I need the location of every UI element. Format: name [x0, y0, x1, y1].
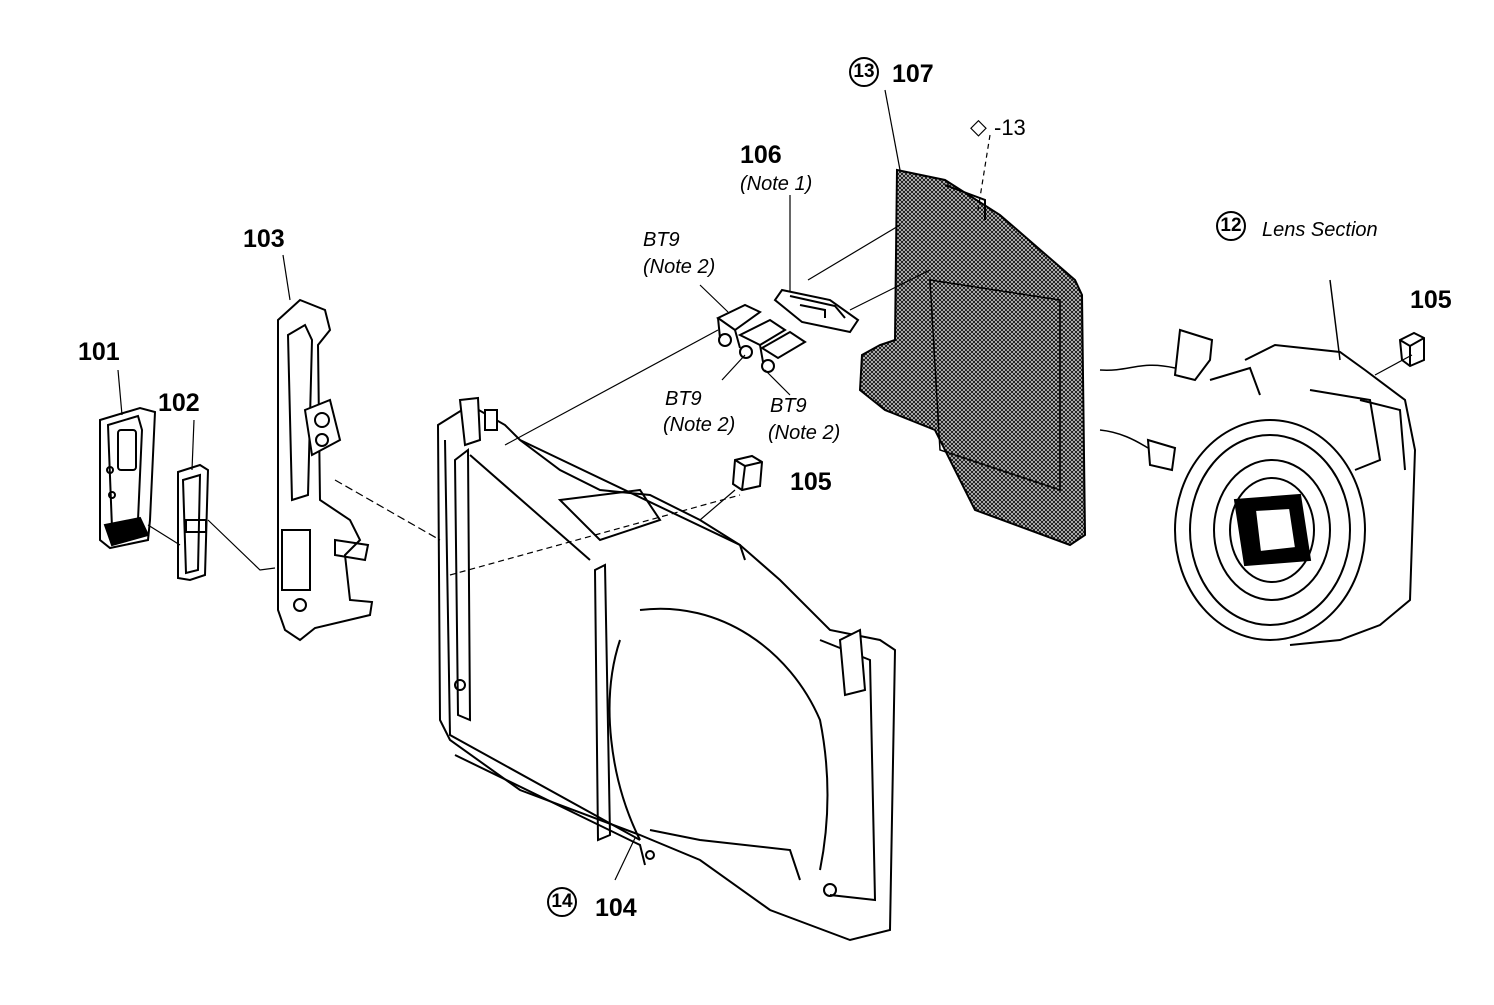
part-105-small-block-right	[1398, 331, 1425, 368]
part-103-vertical-bracket	[277, 298, 374, 642]
part-105-small-block-center	[731, 454, 764, 492]
label-part-102: 102	[158, 389, 200, 417]
label-part-106: 106	[740, 141, 782, 169]
label-part-107: 107	[892, 60, 934, 88]
label-part-103: 103	[243, 225, 285, 253]
circle-ref-14: 14	[547, 887, 577, 917]
circle-ref-12: 12	[1216, 211, 1246, 241]
bt9-battery-terminals	[716, 303, 807, 373]
part-104-main-frame	[436, 396, 897, 942]
label-bt9-a: BT9	[643, 229, 680, 251]
label-bt9-a-note: (Note 2)	[643, 256, 716, 278]
label-part-105-right: 105	[1410, 286, 1452, 314]
label-bt9-b-note: (Note 2)	[663, 414, 736, 436]
part-101-side-cover	[99, 406, 157, 550]
label-bt9-c-note: (Note 2)	[768, 422, 841, 444]
part-102-bracket	[177, 463, 210, 582]
part-106-strip	[773, 288, 860, 334]
lens-section	[1099, 279, 1417, 646]
diamond-icon: ◇	[970, 115, 987, 140]
label-lens-section: Lens Section	[1262, 219, 1378, 241]
label-part-105-center: 105	[790, 468, 832, 496]
part-107-hatched-panel	[858, 168, 1087, 547]
label-screw-ref: -13	[994, 115, 1026, 140]
circle-ref-13: 13	[849, 57, 879, 87]
label-bt9-b: BT9	[665, 388, 702, 410]
assembly-lines	[117, 89, 1413, 881]
label-bt9-c: BT9	[770, 395, 807, 417]
label-part-106-note: (Note 1)	[740, 173, 813, 195]
label-part-104: 104	[595, 894, 637, 922]
label-part-101: 101	[78, 338, 120, 366]
